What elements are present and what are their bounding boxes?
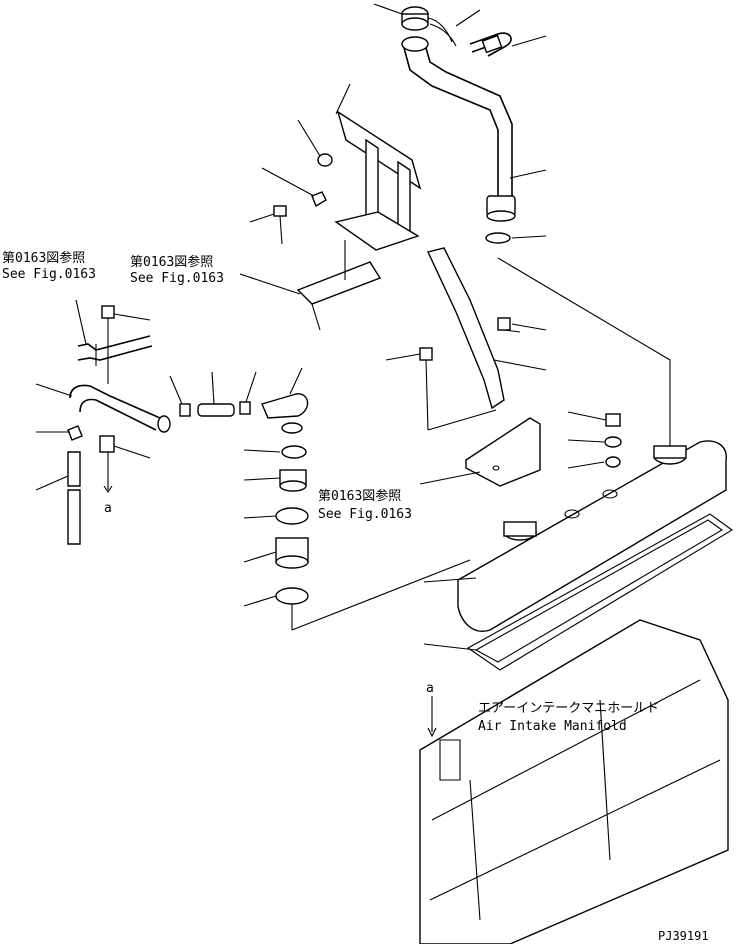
marker-a-left: a [104, 501, 112, 516]
manifold-label-en: Air Intake Manifold [478, 719, 627, 734]
hose-line [497, 257, 671, 452]
breather-hose [469, 32, 512, 57]
a-arrow [103, 485, 113, 493]
filler-tube [401, 36, 516, 222]
hose-left [67, 451, 81, 545]
bolt-mid [497, 317, 521, 333]
ref3-en: See Fig.0163 [318, 507, 412, 522]
labels: 第0163図参照 See Fig.0163 第0163図参照 See Fig.0… [2, 250, 709, 943]
valve-cover [457, 440, 727, 632]
spacer [99, 435, 115, 453]
oil-filler-cap [401, 6, 457, 47]
air-intake-manifold [419, 619, 729, 944]
lower-bracket-plate [465, 417, 541, 487]
ref2-en: See Fig.0163 [130, 271, 224, 286]
ref2-jp: 第0163図参照 [130, 254, 213, 270]
bolt-path [427, 409, 497, 431]
bolt-long [419, 347, 433, 431]
bolt-left [101, 305, 115, 384]
clip-left [67, 425, 83, 441]
leader-lines [35, 3, 607, 738]
mounting-bracket [334, 110, 422, 251]
cover-bolt [604, 413, 622, 468]
gasket [466, 513, 733, 671]
hose-clips [179, 393, 309, 434]
coupling-stack [275, 445, 471, 631]
bolt-upper-left [273, 205, 287, 245]
o-ring [485, 232, 511, 244]
breather-pipe-upper [77, 335, 153, 366]
ref1-jp: 第0163図参照 [2, 250, 85, 266]
washer [317, 153, 333, 167]
rail-bracket [296, 240, 382, 331]
ref1-en: See Fig.0163 [2, 267, 96, 282]
drawing-code: PJ39191 [658, 929, 709, 943]
manifold-label-jp: エアーインテークマニホールド [478, 701, 659, 716]
breather-pipe-lower [69, 384, 171, 433]
marker-a-right: a [426, 681, 434, 696]
ref3-jp: 第0163図参照 [318, 488, 401, 504]
nut [311, 191, 327, 208]
long-bracket [427, 247, 505, 410]
